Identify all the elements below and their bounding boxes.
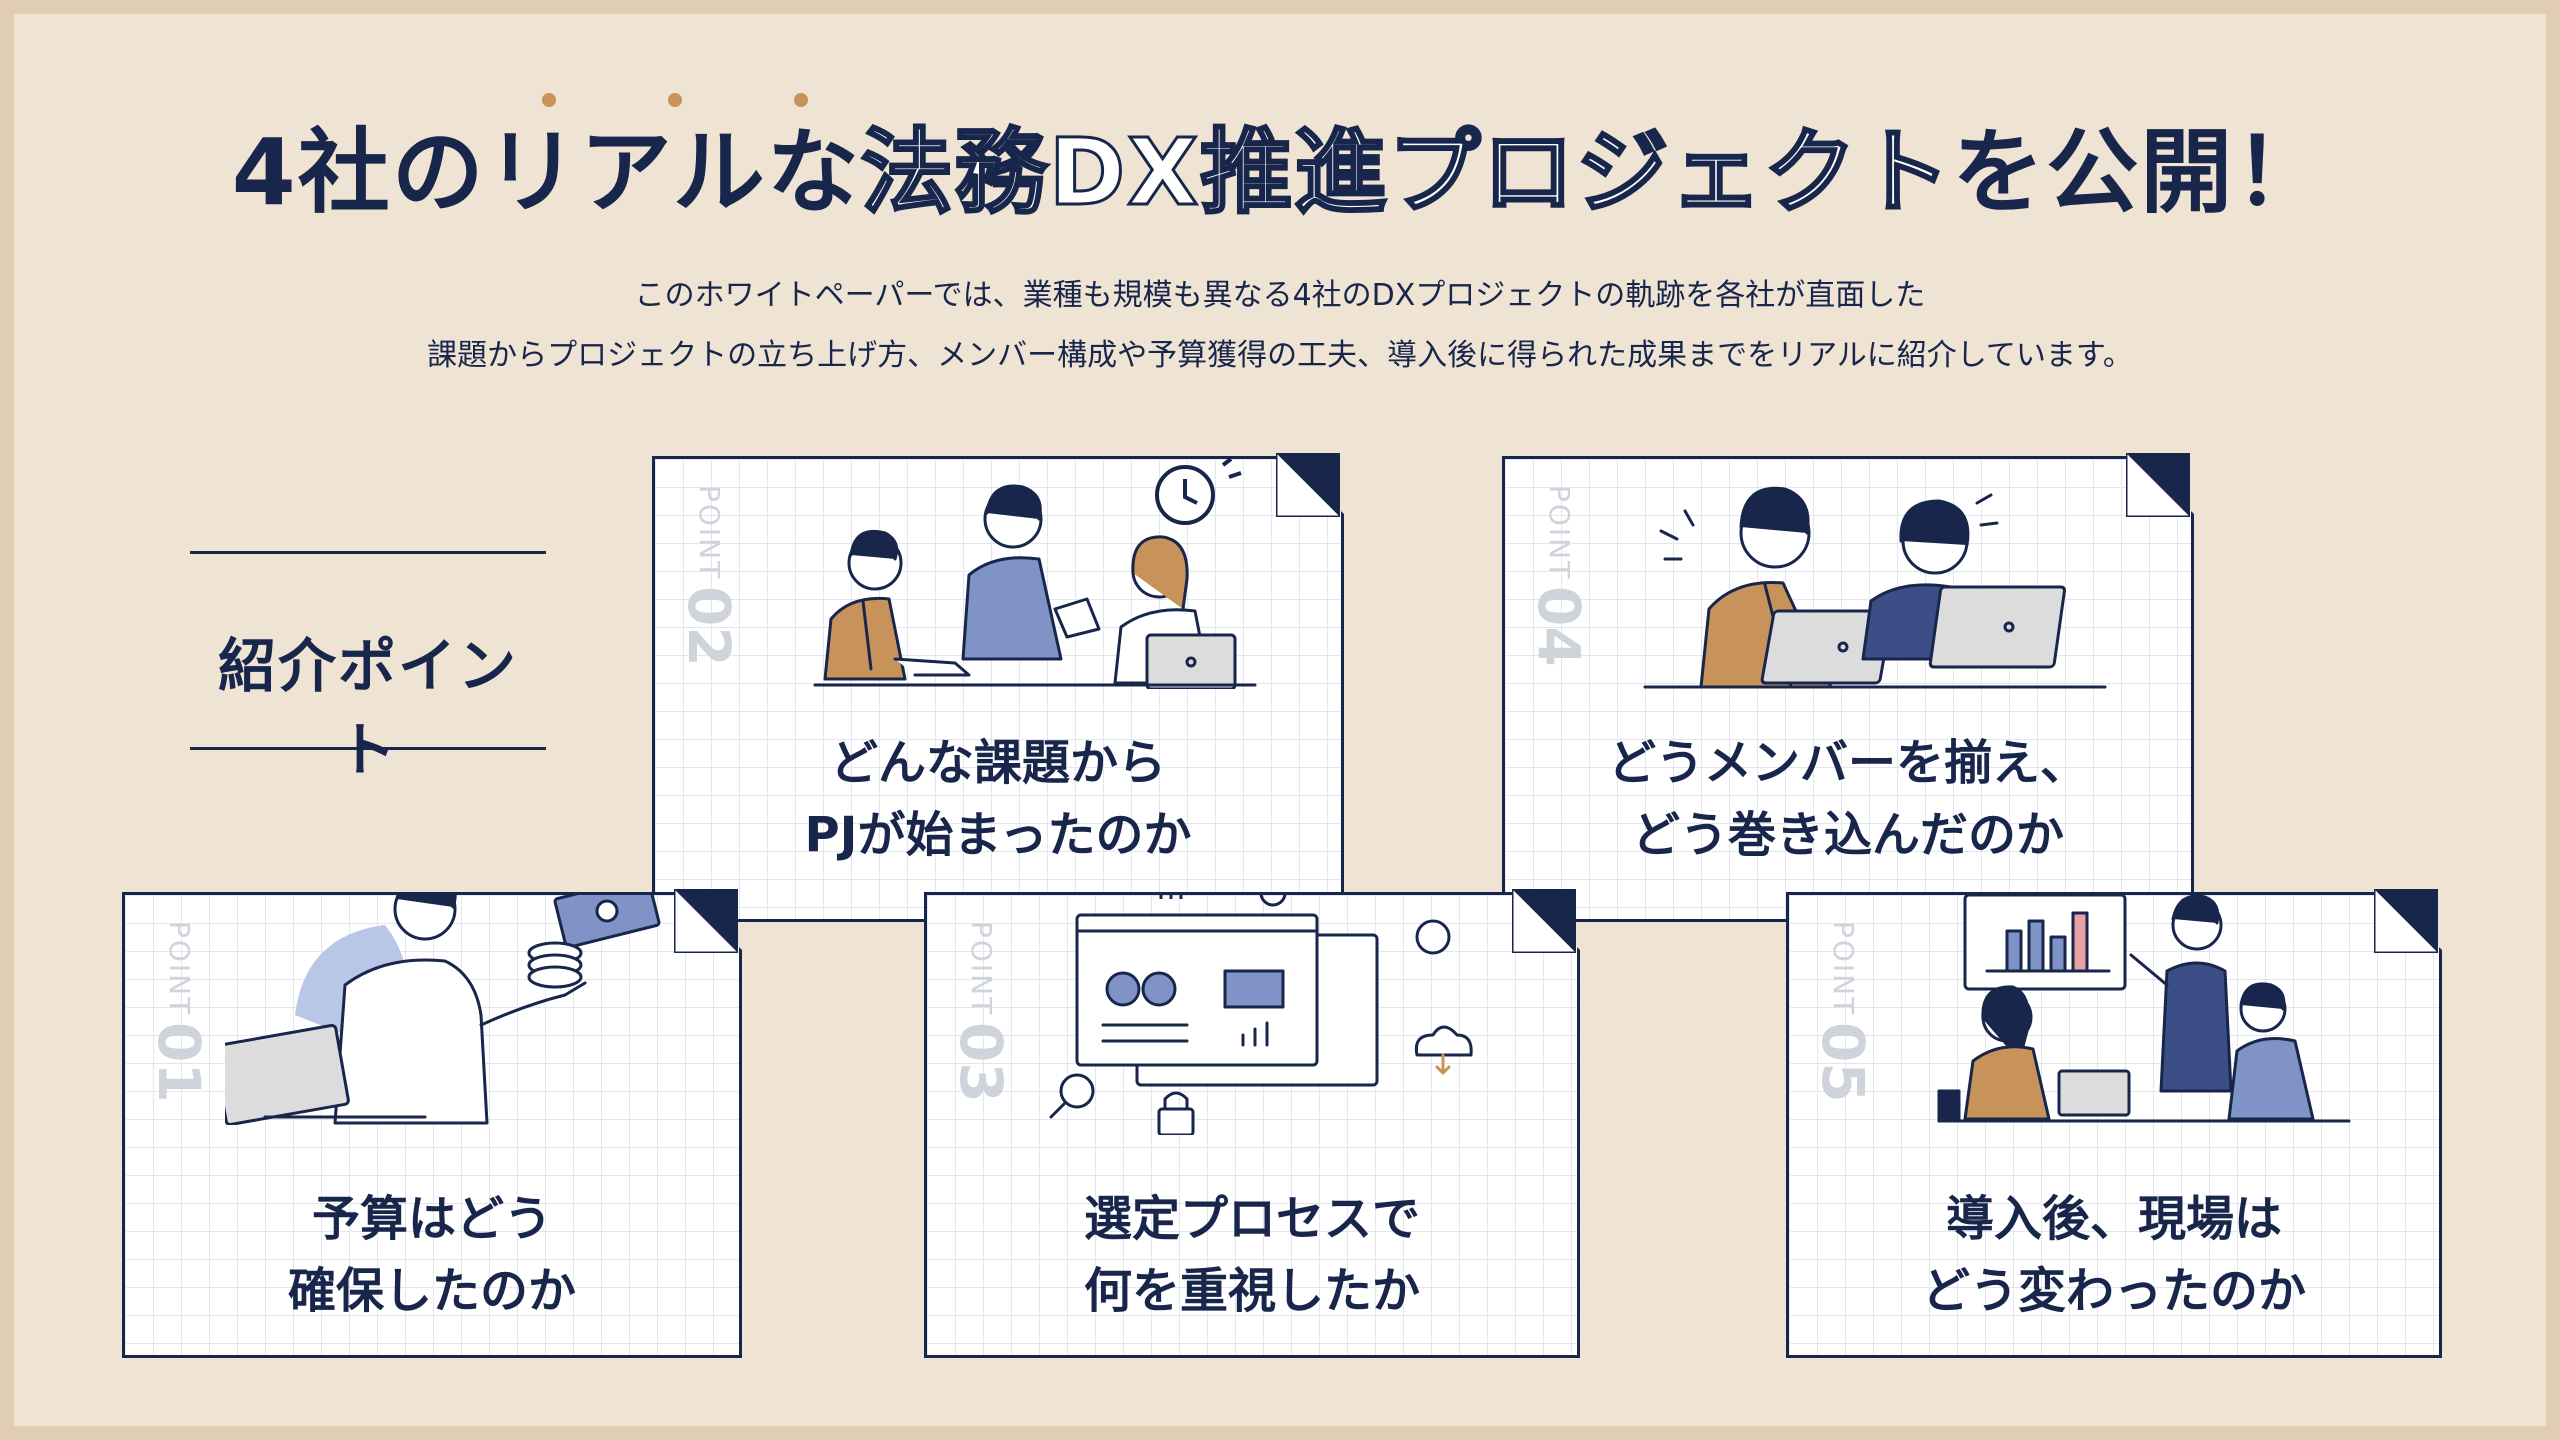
team-meeting-illustration (755, 459, 1275, 689)
title-part-2: リアル (485, 119, 767, 226)
point-card-03: POINT03 (924, 892, 1580, 1358)
fold-corner-icon (1512, 889, 1576, 953)
card-line-2: 確保したのか (287, 1263, 576, 1319)
intro-line-1: このホワイトペーパーでは、業種も規模も異なる4社のDXプロジェクトの軌跡を各社が… (634, 278, 1926, 313)
point-card-01: POINT01 予算はどう 確保したのか (122, 892, 742, 1358)
selection-process-illustration (1047, 895, 1487, 1135)
title-emphasis: リアル (485, 93, 808, 226)
point-tag: POINT05 (1809, 921, 1877, 1103)
card-line-2: どう巻き込んだのか (1631, 807, 2064, 863)
page-title: 4社のリアルな法務DX推進プロジェクトを公開！ (14, 93, 2546, 226)
card-line-2: どう変わったのか (1921, 1263, 2306, 1319)
card-line-1: 導入後、現場は (1945, 1191, 2282, 1247)
point-tag: POINT04 (1525, 485, 1593, 667)
title-part-4: 法務DX推進プロジェクト (859, 119, 1953, 226)
divider-top (190, 551, 546, 554)
card-text: 導入後、現場は どう変わったのか (1789, 1183, 2439, 1327)
card-line-1: どんな課題から (829, 735, 1166, 791)
card-line-2: 何を重視したか (1083, 1263, 1420, 1319)
card-line-1: 選定プロセスで (1083, 1191, 1420, 1247)
point-card-05: POINT05 (1786, 892, 2442, 1358)
card-line-1: 予算はどう (311, 1191, 552, 1247)
card-text: どうメンバーを揃え、 どう巻き込んだのか (1505, 727, 2191, 871)
card-line-1: どうメンバーを揃え、 (1607, 735, 2088, 791)
fold-corner-icon (2126, 453, 2190, 517)
intro-line-2: 課題からプロジェクトの立ち上げ方、メンバー構成や予算獲得の工夫、導入後に得られた… (427, 338, 2133, 373)
fold-corner-icon (1276, 453, 1340, 517)
fold-corner-icon (674, 889, 738, 953)
point-card-04: POINT04 どうメン (1502, 456, 2194, 922)
title-part-5: を公開！ (1952, 119, 2329, 226)
card-text: 予算はどう 確保したのか (125, 1183, 739, 1327)
emphasis-dots (486, 93, 808, 107)
intro-text: このホワイトペーパーでは、業種も規模も異なる4社のDXプロジェクトの軌跡を各社が… (14, 266, 2546, 386)
fold-corner-icon (2374, 889, 2438, 953)
workplace-change-illustration (1899, 891, 2359, 1131)
card-text: 選定プロセスで 何を重視したか (927, 1183, 1577, 1327)
point-card-02: POINT02 (652, 456, 1344, 922)
card-line-2: PJが始まったのか (804, 807, 1192, 863)
points-label: 紹介ポイント (217, 632, 518, 784)
card-text: どんな課題から PJが始まったのか (655, 727, 1341, 871)
title-part-1: 4社の (231, 119, 486, 226)
divider-bottom (190, 747, 546, 750)
title-part-3: な (766, 119, 861, 226)
page-canvas: 4社のリアルな法務DX推進プロジェクトを公開！ このホワイトペーパーでは、業種も… (14, 14, 2546, 1426)
points-label-block: 紹介ポイント (190, 551, 546, 784)
collaboration-illustration (1605, 459, 2125, 689)
point-tag: POINT02 (675, 485, 743, 667)
budget-illustration (225, 895, 685, 1125)
point-tag: POINT03 (947, 921, 1015, 1103)
point-tag: POINT01 (145, 921, 213, 1103)
